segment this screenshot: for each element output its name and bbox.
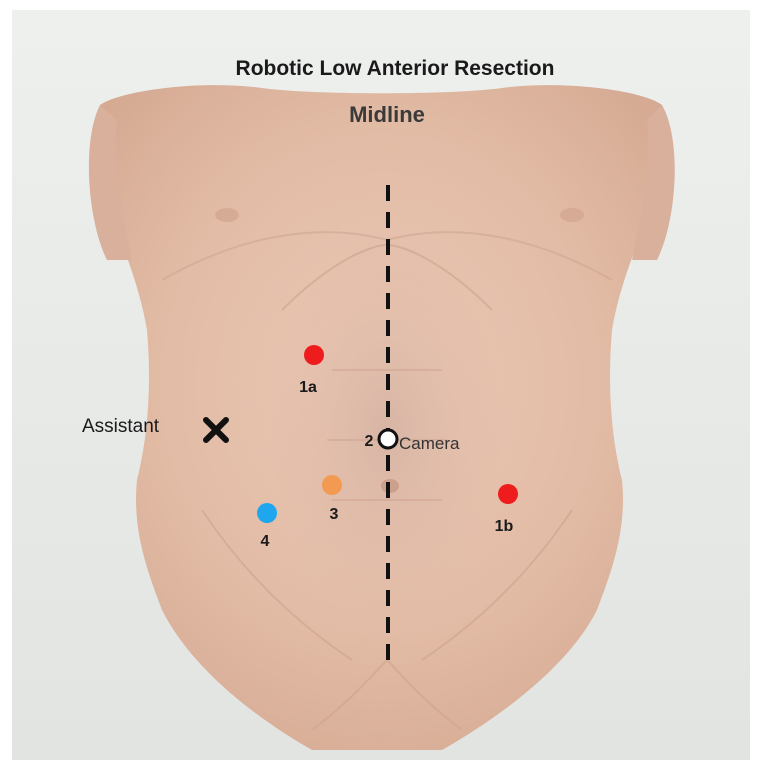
port-1a-label: 1a [299,379,317,396]
port-2-label: 2 [365,433,374,450]
port-2-camera-marker [379,430,397,448]
assistant-label: Assistant [82,416,160,437]
left-nipple [560,208,584,222]
diagram-title: Robotic Low Anterior Resection [236,57,555,80]
right-nipple [215,208,239,222]
port-placement-diagram: Robotic Low Anterior Resection Midline 1… [12,10,750,760]
port-1b-label: 1b [495,518,514,535]
port-4-marker [257,503,277,523]
port-4-label: 4 [261,533,270,550]
camera-label: Camera [399,434,460,453]
midline-label: Midline [349,102,425,127]
port-1b-marker [498,484,518,504]
port-1a-marker [304,345,324,365]
port-3-marker [322,475,342,495]
port-3-label: 3 [330,506,339,523]
